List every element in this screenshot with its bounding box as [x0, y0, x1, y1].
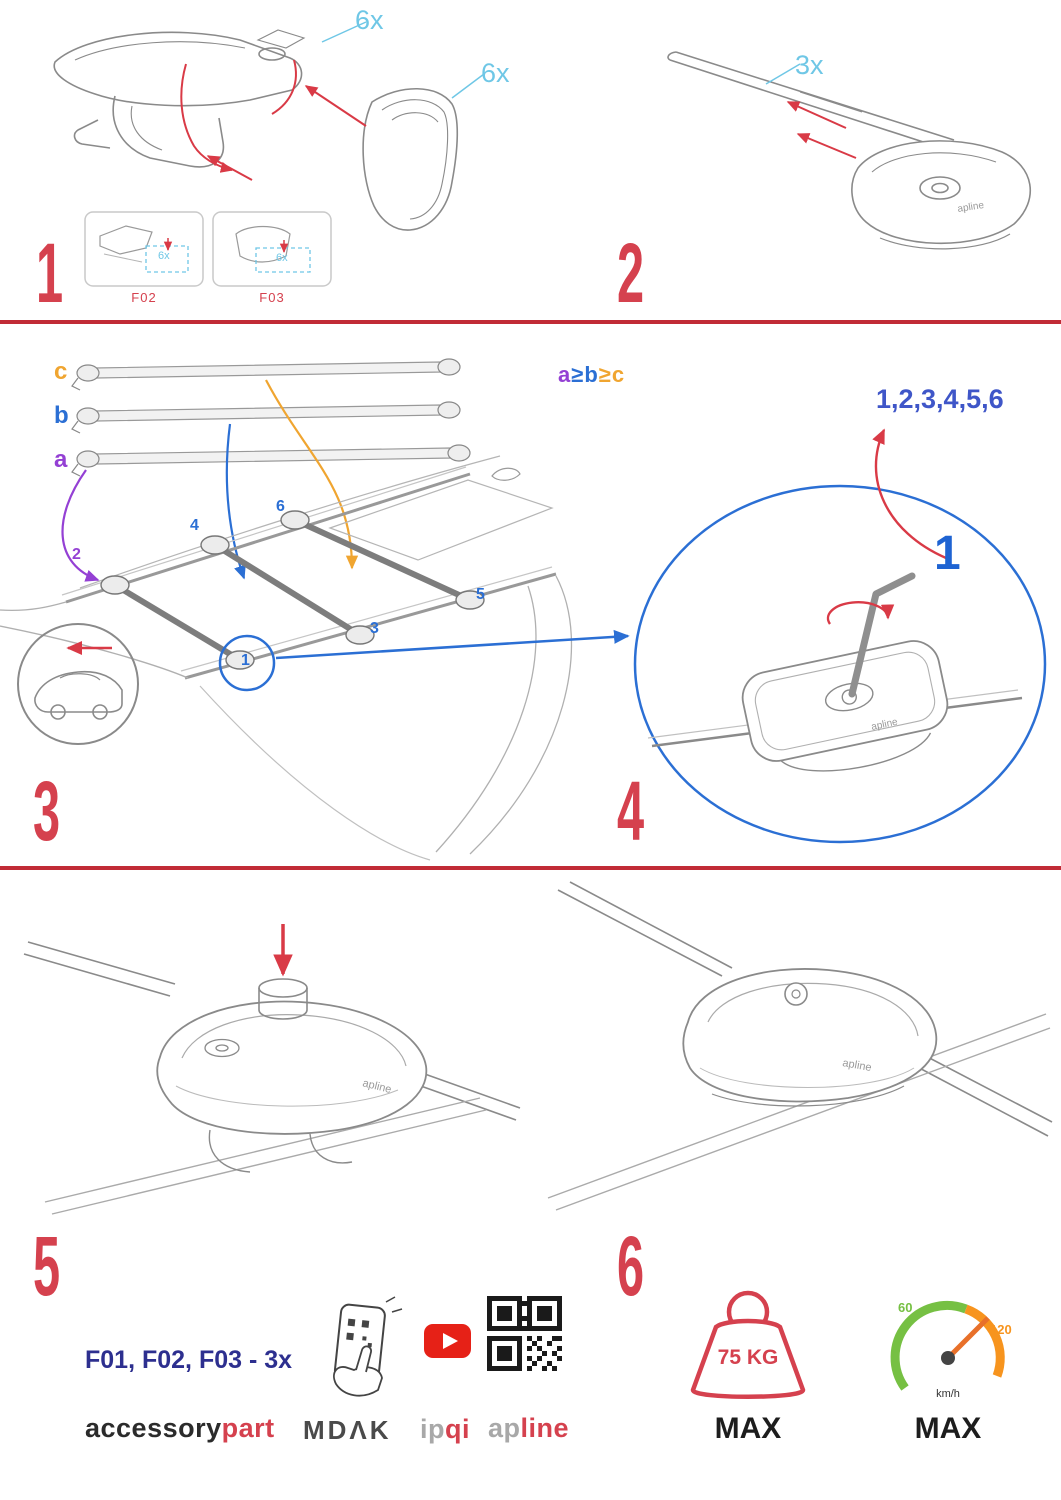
panel1-cyan-callout-lines — [321, 21, 485, 99]
max-speed-label: MAX — [914, 1412, 982, 1445]
foot-position-3: 3 — [370, 620, 379, 637]
formula-b: b — [584, 362, 599, 387]
crossbar-drawing — [667, 51, 955, 151]
box1-qty-label: 6x — [158, 250, 170, 262]
panel2-cyan-callout-line — [765, 63, 801, 85]
car-direction-inset — [17, 623, 139, 745]
step-number-4: 4 — [617, 764, 645, 858]
crossbar-c-drawing — [71, 358, 461, 391]
clamp-foot-drawing — [53, 29, 306, 168]
box2-qty-label: 6x — [276, 252, 288, 264]
cover-piece-drawing — [362, 87, 459, 231]
foot-position-5: 5 — [476, 586, 485, 603]
step-number-6: 6 — [617, 1219, 645, 1313]
part-code-f03: F03 — [259, 290, 285, 305]
qr-code-icon — [487, 1296, 562, 1371]
formula-ge2: ≥ — [598, 362, 612, 387]
mounted-crossbars — [100, 510, 485, 670]
brand-ap-text: ap — [488, 1413, 521, 1443]
detail-zoom-circle — [633, 484, 1047, 844]
foot1-highlight-circle — [218, 634, 276, 692]
formula-c: c — [611, 362, 626, 387]
max-weight-icon — [690, 1290, 806, 1399]
brand-line-text: line — [520, 1413, 570, 1443]
brand-part-text: part — [221, 1413, 275, 1443]
panel4-red-guides — [826, 428, 947, 625]
bar-label-a: a — [54, 446, 68, 473]
formula-a: a — [558, 362, 572, 387]
max-weight-label: MAX — [714, 1412, 782, 1445]
panel1-red-guides — [180, 59, 367, 181]
qty-label-bar: 3x — [795, 50, 824, 80]
qty-label-cover: 6x — [481, 58, 510, 88]
foot-brand-text: apline — [841, 1057, 872, 1074]
part-code-f02: F02 — [131, 290, 157, 305]
detail-foot-drawing — [647, 572, 1023, 772]
max-weight-value: 75 KG — [717, 1346, 779, 1369]
crossbar-b-drawing — [71, 401, 461, 434]
brand-ipqi: ipqi — [420, 1414, 470, 1445]
top-section-artwork: apline — [53, 21, 1031, 287]
sliding-foot-drawing — [851, 140, 1031, 250]
panel2-red-arrows — [786, 101, 857, 159]
foot-position-4: 4 — [190, 517, 199, 534]
bottom-section-artwork: apline apline — [23, 881, 1053, 1399]
foot-position-2: 2 — [72, 546, 81, 563]
brand-accessorypart: accessorypart — [85, 1413, 275, 1444]
step-number-2: 2 — [617, 226, 645, 320]
middle-section-artwork: apline — [0, 358, 1047, 861]
section-divider — [0, 320, 1061, 324]
foot-position-1: 1 — [241, 652, 250, 669]
bar-label-b: b — [54, 402, 69, 429]
part-box-f02 — [84, 211, 204, 287]
tightening-sequence: 1,2,3,4,5,6 — [876, 384, 1004, 414]
youtube-icon — [424, 1324, 471, 1358]
qr-scan-phone-icon — [333, 1296, 403, 1397]
foot-position-6: 6 — [276, 498, 285, 515]
section-divider — [0, 866, 1061, 870]
foot-brand-text: apline — [957, 200, 986, 215]
formula-ge1: ≥ — [571, 362, 585, 387]
speed-low-label: 60 — [898, 1300, 913, 1315]
brand-accessory-text: accessory — [85, 1413, 222, 1443]
crossbar-a-drawing — [71, 444, 471, 477]
part-box-f03 — [212, 211, 332, 287]
bar-length-formula: a≥b≥c — [558, 362, 625, 388]
detail-zoom-arrow — [275, 629, 630, 660]
step-number-5: 5 — [33, 1219, 61, 1313]
part-codes-line: F01, F02, F03 - 3x — [85, 1346, 293, 1374]
speed-high-label: 120 — [990, 1322, 1012, 1337]
qty-label-clamp: 6x — [355, 5, 384, 35]
step-number-3: 3 — [33, 764, 61, 858]
panel6-foot-drawing — [547, 881, 1053, 1211]
speed-unit-label: km/h — [936, 1388, 960, 1400]
step-number-1: 1 — [36, 226, 64, 320]
brand-apline: apline — [488, 1413, 569, 1444]
brand-mdak: MDΛK — [303, 1415, 392, 1445]
bar-label-c: c — [54, 358, 68, 385]
brand-qi-text: qi — [445, 1414, 470, 1444]
sequence-step-1: 1 — [934, 527, 961, 580]
brand-ip-text: ip — [420, 1414, 445, 1444]
panel5-foot-drawing — [23, 941, 521, 1215]
speedometer-icon — [890, 1300, 1005, 1391]
